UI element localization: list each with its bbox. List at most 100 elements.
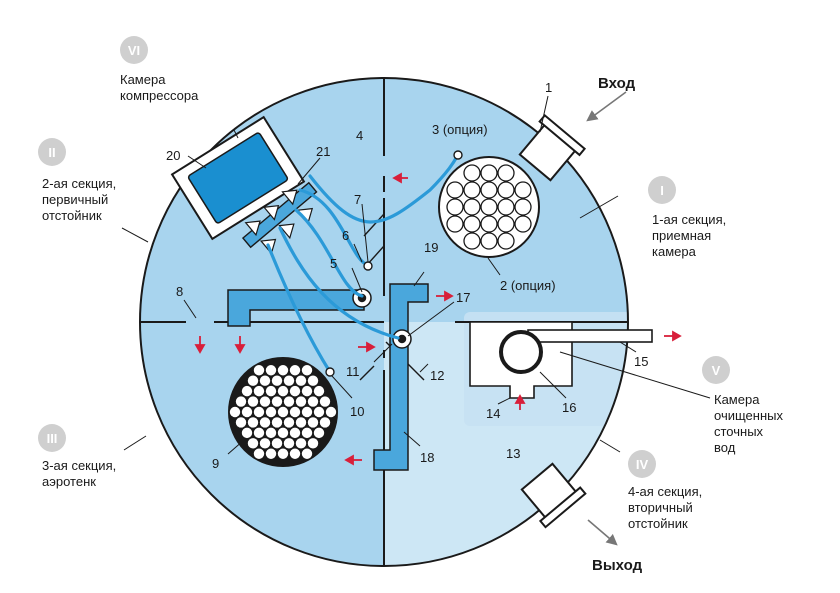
filter-hole (514, 198, 532, 216)
inlet-pipe (518, 113, 587, 182)
section-5-label: Камера очищенных сточных вод (714, 392, 787, 455)
flow-arrows (194, 172, 682, 466)
aerator-grid (228, 357, 338, 467)
airlift-nodes (352, 288, 412, 349)
filter-hole (480, 164, 498, 182)
outlet-pipe (520, 462, 587, 529)
compressor-chamber (170, 115, 306, 241)
filter-hole (463, 181, 481, 199)
aerator-hole (295, 438, 307, 449)
aerator-hole (301, 406, 313, 418)
aerator-hole (271, 375, 283, 386)
aerator-hole (289, 385, 301, 397)
outlet-arrow (587, 519, 618, 546)
aerator-hole (283, 417, 295, 428)
aerator-hole (295, 396, 307, 407)
aerator-hole (247, 438, 259, 449)
filter-hole (463, 198, 481, 216)
aerator-hole (235, 396, 247, 407)
aerator-hole (271, 417, 283, 428)
callout-7: 7 (354, 192, 361, 207)
filter-hole (446, 181, 464, 199)
callout-4: 4 (356, 128, 363, 143)
callout-11: 11 (346, 364, 360, 379)
aerator-hole (277, 385, 289, 397)
inlet-label: Вход (598, 75, 636, 92)
aerator-hole (307, 375, 319, 386)
aerator-hole (289, 427, 301, 439)
aerator-hole (271, 396, 283, 407)
filter-hole (463, 232, 481, 250)
filter-hole (497, 215, 515, 233)
aerator-hole (277, 448, 289, 459)
svg-text:IV: IV (636, 457, 649, 472)
section-labels: Камера компрессора 2-ая секция, первичны… (42, 72, 787, 531)
callout-12: 12 (430, 368, 444, 383)
section-1-label: 1-ая секция, приемная камера (652, 212, 730, 259)
aerator-hole (253, 365, 265, 376)
aerator-hole (265, 365, 277, 376)
badge-vi: VI (120, 36, 148, 64)
pro-plus-label: ПРО+ (633, 401, 671, 417)
section-2-label: 2-ая секция, первичный отстойник (42, 176, 120, 223)
aerator-hole (247, 375, 259, 386)
aerator-hole (259, 396, 271, 407)
filter-hole (446, 198, 464, 216)
aerator-hole (253, 406, 265, 418)
aerator-hole (283, 396, 295, 407)
aerator-hole (265, 448, 277, 459)
badge-i: I (648, 176, 676, 204)
svg-text:V: V (712, 363, 721, 378)
aerator-hole (301, 385, 313, 397)
aerator-hole (271, 438, 283, 449)
callout-6: 6 (342, 228, 349, 243)
aerator-hole (241, 406, 253, 418)
section-3-label: 3-ая секция, аэротенк (42, 458, 120, 489)
aerator-hole (301, 448, 313, 459)
callout-1: 1 (545, 80, 552, 95)
aerator-hole (265, 427, 277, 439)
aerator-hole (259, 438, 271, 449)
aerator-hole (259, 375, 271, 386)
aerator-hole (253, 448, 265, 459)
section-4-label: 4-ая секция, вторичный отстойник (628, 484, 706, 531)
filter-hole (497, 198, 515, 216)
badge-ii: II (38, 138, 66, 166)
aerator-hole (289, 406, 301, 418)
airlift-section-3 (373, 283, 429, 471)
aerator-hole (301, 365, 313, 376)
section-6-label: Камера компрессора (120, 72, 199, 103)
svg-text:III: III (47, 431, 58, 446)
filter-hole (497, 232, 515, 250)
badge-v: V (702, 356, 730, 384)
aerator-hole (307, 417, 319, 428)
air-hoses (266, 153, 460, 374)
callout-15: 15 (634, 354, 648, 369)
reception-filter (438, 156, 540, 258)
callout-10: 10 (350, 404, 364, 419)
callout-18: 18 (420, 450, 434, 465)
callout-14: 14 (486, 406, 500, 421)
filter-hole (497, 181, 515, 199)
aerator-hole (241, 427, 253, 439)
filter-hole (497, 164, 515, 182)
callout-16: 16 (562, 400, 576, 415)
callout-13: 13 (506, 446, 520, 461)
aerator-hole (235, 417, 247, 428)
aerator-hole (247, 417, 259, 428)
section-badges: VI II III I V IV (38, 36, 730, 478)
callout-8: 8 (176, 284, 183, 299)
callout-5: 5 (330, 256, 337, 271)
aerator-hole (301, 427, 313, 439)
filter-hole (463, 164, 481, 182)
aerator-hole (277, 406, 289, 418)
aerator-hole (277, 365, 289, 376)
aerator-hole (325, 406, 337, 418)
aerator-hole (313, 427, 325, 439)
callout-2: 2 (опция) (500, 278, 556, 293)
callout-9: 9 (212, 456, 219, 471)
aerator-hole (229, 406, 241, 418)
aerator-hole (307, 438, 319, 449)
